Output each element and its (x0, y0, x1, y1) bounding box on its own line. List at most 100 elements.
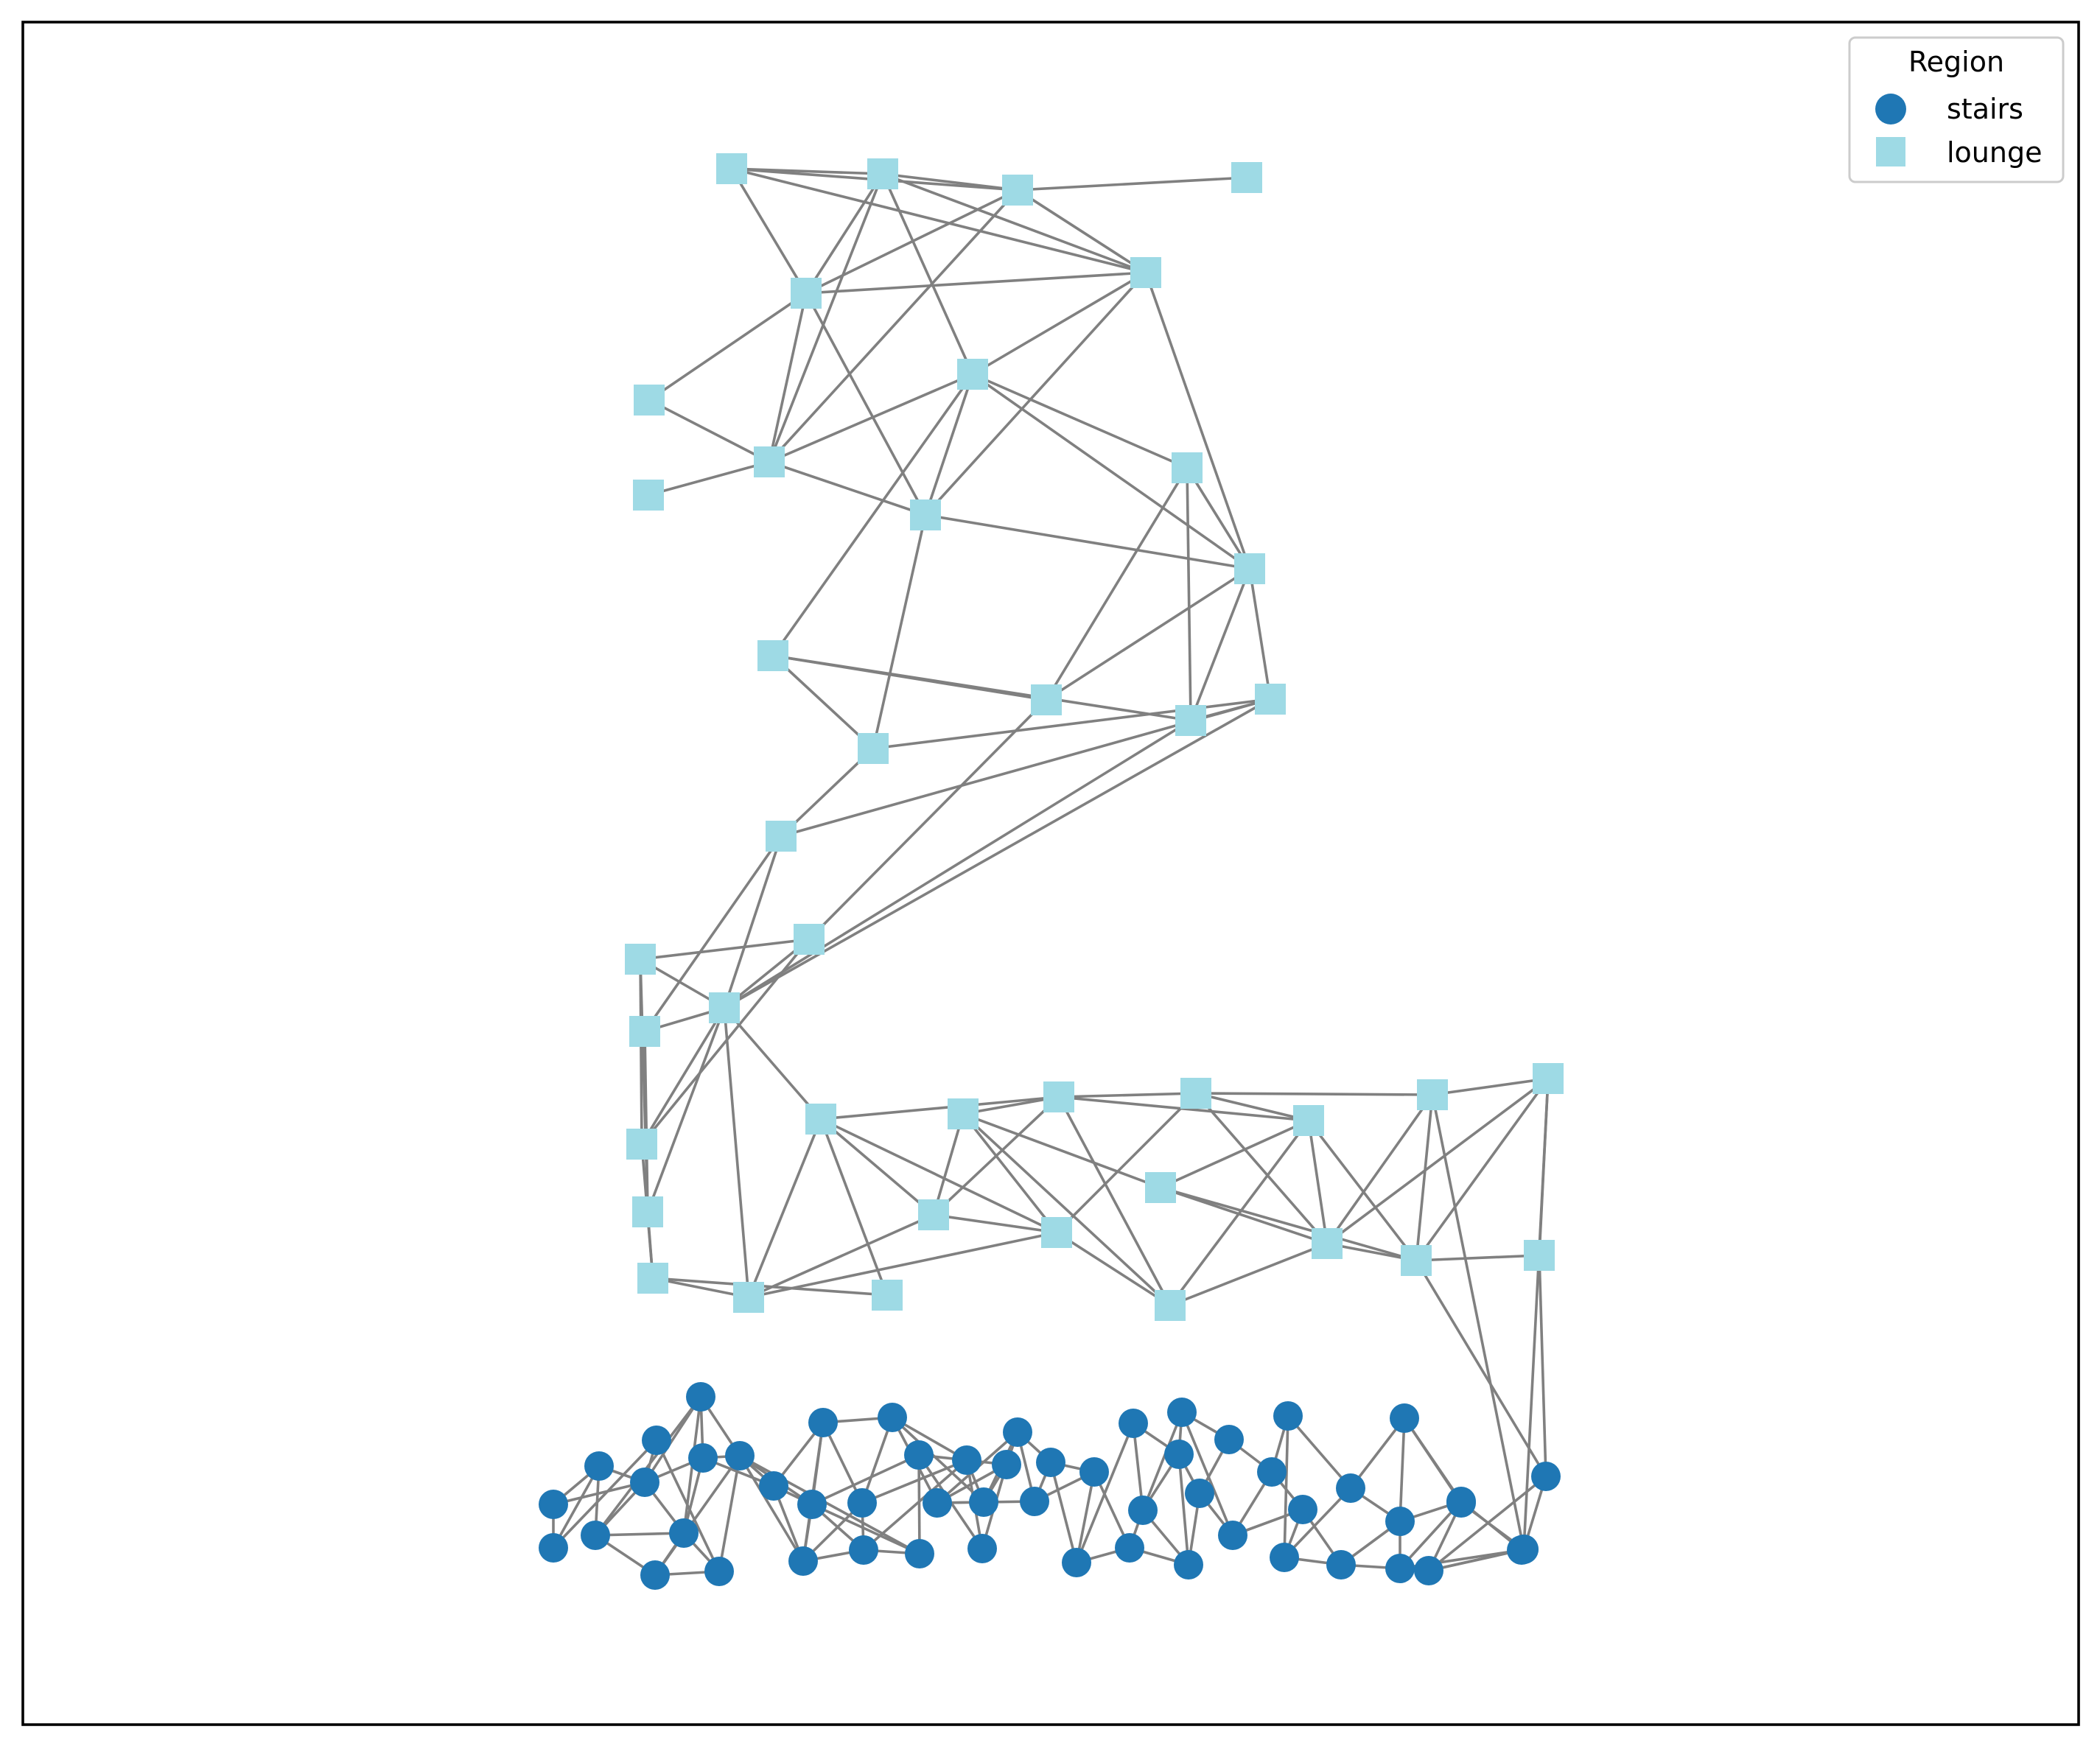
graph-edge (805, 271, 1147, 295)
graph-node-lounge (957, 359, 988, 390)
graph-edge (654, 1454, 741, 1577)
graph-edge (648, 460, 770, 497)
graph-edge (1195, 1092, 1309, 1122)
graph-edge (1046, 567, 1250, 701)
graph-edge (881, 173, 974, 375)
graph-node-stairs (704, 1557, 734, 1586)
graph-node-stairs (952, 1445, 981, 1475)
graph-node-lounge (754, 446, 785, 477)
graph-edge (861, 1459, 967, 1504)
graph-edge (1045, 467, 1189, 701)
graph-edge (962, 1112, 1058, 1234)
graph-edge (933, 1213, 1057, 1234)
graph-edge (724, 719, 1191, 1009)
graph-edge (769, 373, 973, 463)
graph-edge (771, 373, 974, 657)
graph-node-lounge (1041, 1217, 1072, 1248)
graph-edge (924, 374, 974, 516)
plot-frame (21, 21, 2080, 1726)
graph-node-lounge (1255, 684, 1286, 715)
graph-edge (1522, 1078, 1550, 1550)
graph-node-lounge (805, 1104, 836, 1135)
graph-edge (769, 460, 926, 516)
graph-edge (747, 1118, 822, 1298)
graph-edge (771, 654, 875, 750)
graph-edge (1169, 1119, 1310, 1307)
graph-node-stairs (640, 1560, 670, 1590)
graph-edge (1287, 1414, 1352, 1490)
graph-edge (652, 1277, 749, 1299)
graph-edge (882, 172, 1147, 274)
graph-edge (1194, 1092, 1329, 1245)
graph-edge (1186, 467, 1251, 569)
graph-node-stairs (1164, 1440, 1194, 1469)
graph-node-lounge (1312, 1228, 1343, 1259)
graph-edge (646, 1007, 726, 1213)
graph-edge (768, 189, 1019, 463)
graph-edge (640, 938, 811, 1146)
graph-node-stairs (1385, 1554, 1415, 1583)
graph-node-stairs (539, 1533, 568, 1563)
graph-edge (1248, 568, 1272, 700)
graph-node-stairs (1167, 1398, 1197, 1427)
graph-node-lounge (1175, 705, 1206, 736)
graph-node-lounge (634, 385, 665, 416)
graph-edge (748, 1231, 1057, 1299)
graph-edge (1177, 1454, 1190, 1566)
graph-edge (811, 1503, 920, 1555)
graph-node-stairs (642, 1426, 671, 1455)
graph-edge (1049, 1462, 1078, 1563)
graph-node-stairs (808, 1408, 838, 1437)
graph-edge (822, 1422, 864, 1504)
graph-node-stairs (1270, 1543, 1299, 1572)
graph-edge (1427, 1475, 1547, 1572)
graph-node-lounge (733, 1282, 764, 1313)
graph-edge (552, 1439, 658, 1549)
graph-edge (1415, 1254, 1540, 1262)
graph-node-lounge (629, 1016, 660, 1047)
graph-node-stairs (904, 1440, 934, 1470)
graph-node-stairs (1326, 1550, 1356, 1580)
graph-node-stairs (1036, 1448, 1065, 1477)
legend-label-stairs: stairs (1947, 93, 2023, 125)
graph-edge (882, 172, 1018, 192)
graph-node-stairs (1531, 1462, 1561, 1491)
graph-node-lounge (1130, 257, 1161, 288)
graph-node-lounge (858, 733, 889, 764)
graph-node-lounge (637, 1263, 668, 1294)
graph-node-stairs (1273, 1401, 1303, 1431)
graph-edge (1415, 1094, 1434, 1261)
graph-edge (723, 1006, 822, 1121)
graph-node-stairs (1509, 1535, 1539, 1564)
graph-edge (872, 514, 927, 749)
graph-node-lounge (626, 1129, 657, 1160)
graph-edge (1326, 1077, 1550, 1245)
graph-edge (1326, 1093, 1434, 1245)
graph-node-lounge (625, 944, 656, 975)
graph-edge (1144, 272, 1251, 569)
graph-edge (594, 1395, 702, 1537)
graph-edge (1160, 1119, 1309, 1189)
graph-edge (972, 271, 1147, 376)
graph-node-stairs (967, 1534, 997, 1563)
graph-edge (1195, 1092, 1433, 1096)
legend-marker-stairs (1875, 94, 1906, 125)
graph-edge (820, 1095, 1060, 1121)
graph-edge (1075, 1423, 1135, 1563)
graph-edge (962, 1112, 1172, 1307)
graph-node-lounge (1234, 553, 1265, 584)
edges-layer (552, 167, 1550, 1577)
graph-edge (811, 1454, 920, 1506)
graph-node-stairs (1336, 1473, 1365, 1503)
graph-node-lounge (1417, 1079, 1448, 1110)
graph-node-stairs (847, 1488, 877, 1518)
graph-node-stairs (905, 1539, 934, 1568)
graph-edge (1057, 1096, 1172, 1306)
graph-edge (1180, 1412, 1234, 1536)
graph-edge (1017, 189, 1147, 274)
graph-node-lounge (1524, 1240, 1555, 1271)
graph-node-stairs (1385, 1507, 1415, 1536)
graph-edge (971, 373, 1251, 570)
graph-node-stairs (539, 1490, 568, 1519)
